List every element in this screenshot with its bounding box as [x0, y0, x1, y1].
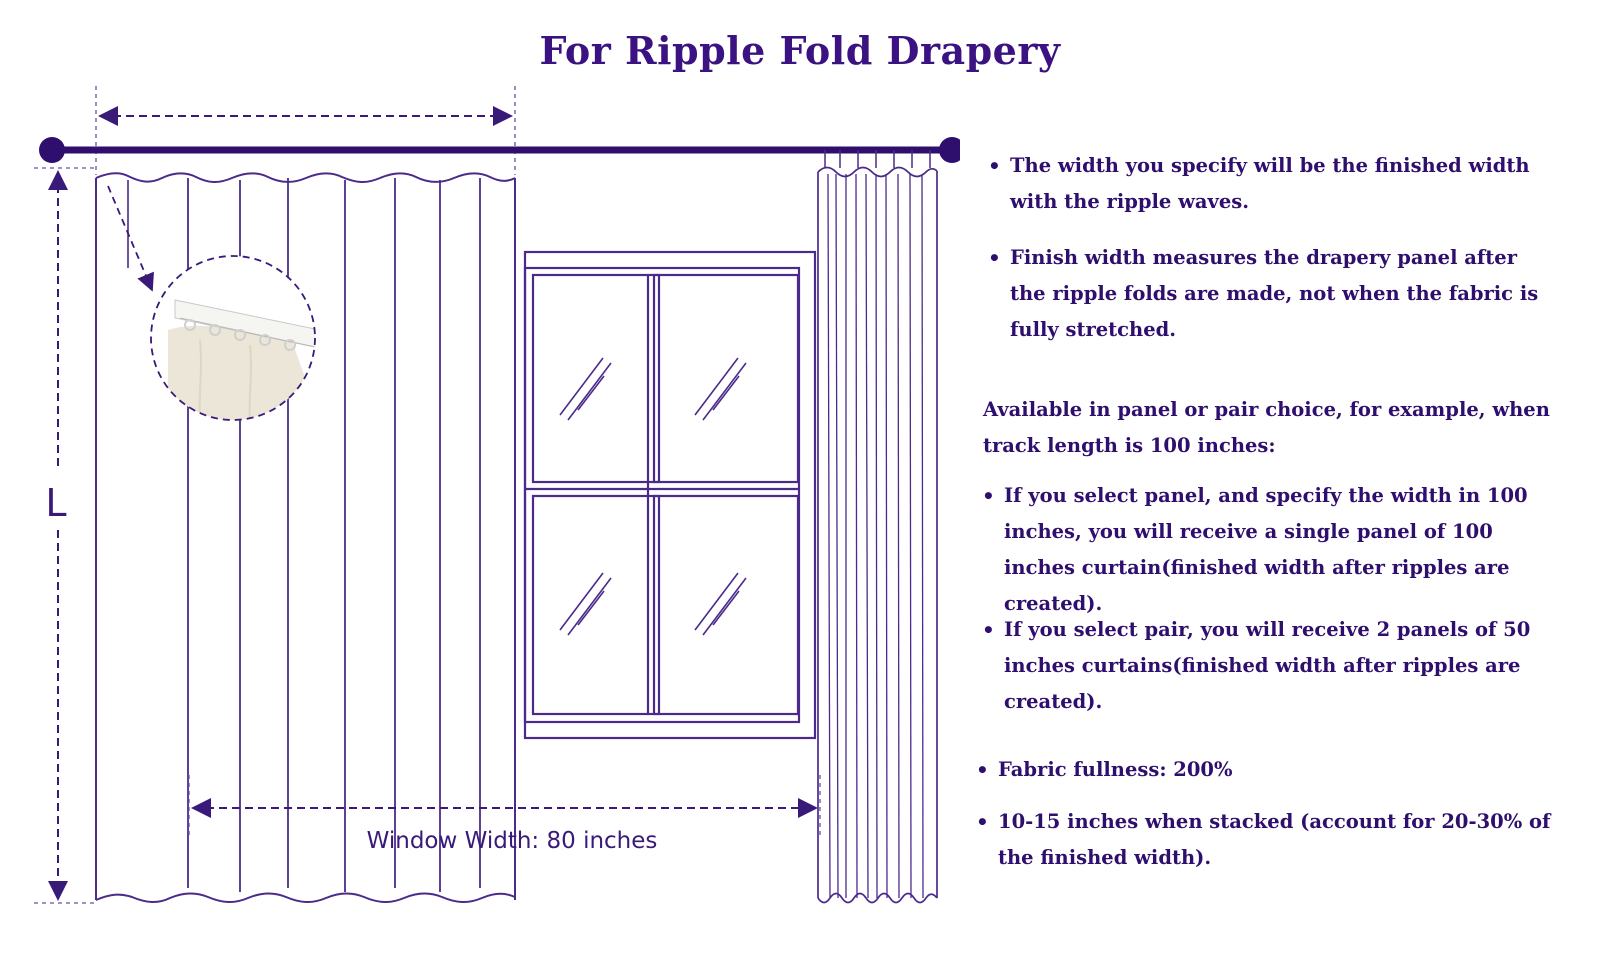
page-title: For Ripple Fold Drapery: [539, 28, 1061, 73]
note-stacked-width: 10-15 inches when stacked (account for 2…: [976, 804, 1558, 876]
curtain-rod: [39, 137, 960, 163]
length-dimension: L: [34, 167, 96, 904]
length-label: L: [45, 481, 66, 525]
drapery-diagram: L: [34, 86, 960, 904]
note-fabric-fullness: Fabric fullness: 200%: [976, 752, 1558, 788]
window: [523, 250, 817, 740]
track-width-dimension: [95, 86, 516, 175]
hook-detail-inset: [107, 185, 316, 421]
ripple-fold-curtain: [95, 172, 516, 903]
note-pair-option: If you select pair, you will receive 2 p…: [982, 612, 1554, 720]
window-width-dimension: Window Width: 80 inches: [188, 775, 821, 854]
note-panel-option: If you select panel, and specify the wid…: [982, 478, 1554, 622]
note-finish-measure: Finish width measures the drapery panel …: [988, 240, 1550, 348]
window-width-label: Window Width: 80 inches: [367, 828, 658, 854]
note-availability: Available in panel or pair choice, for e…: [983, 398, 1550, 457]
stacked-curtain: [817, 150, 938, 904]
note-finished-width: The width you specify will be the finish…: [988, 148, 1550, 220]
